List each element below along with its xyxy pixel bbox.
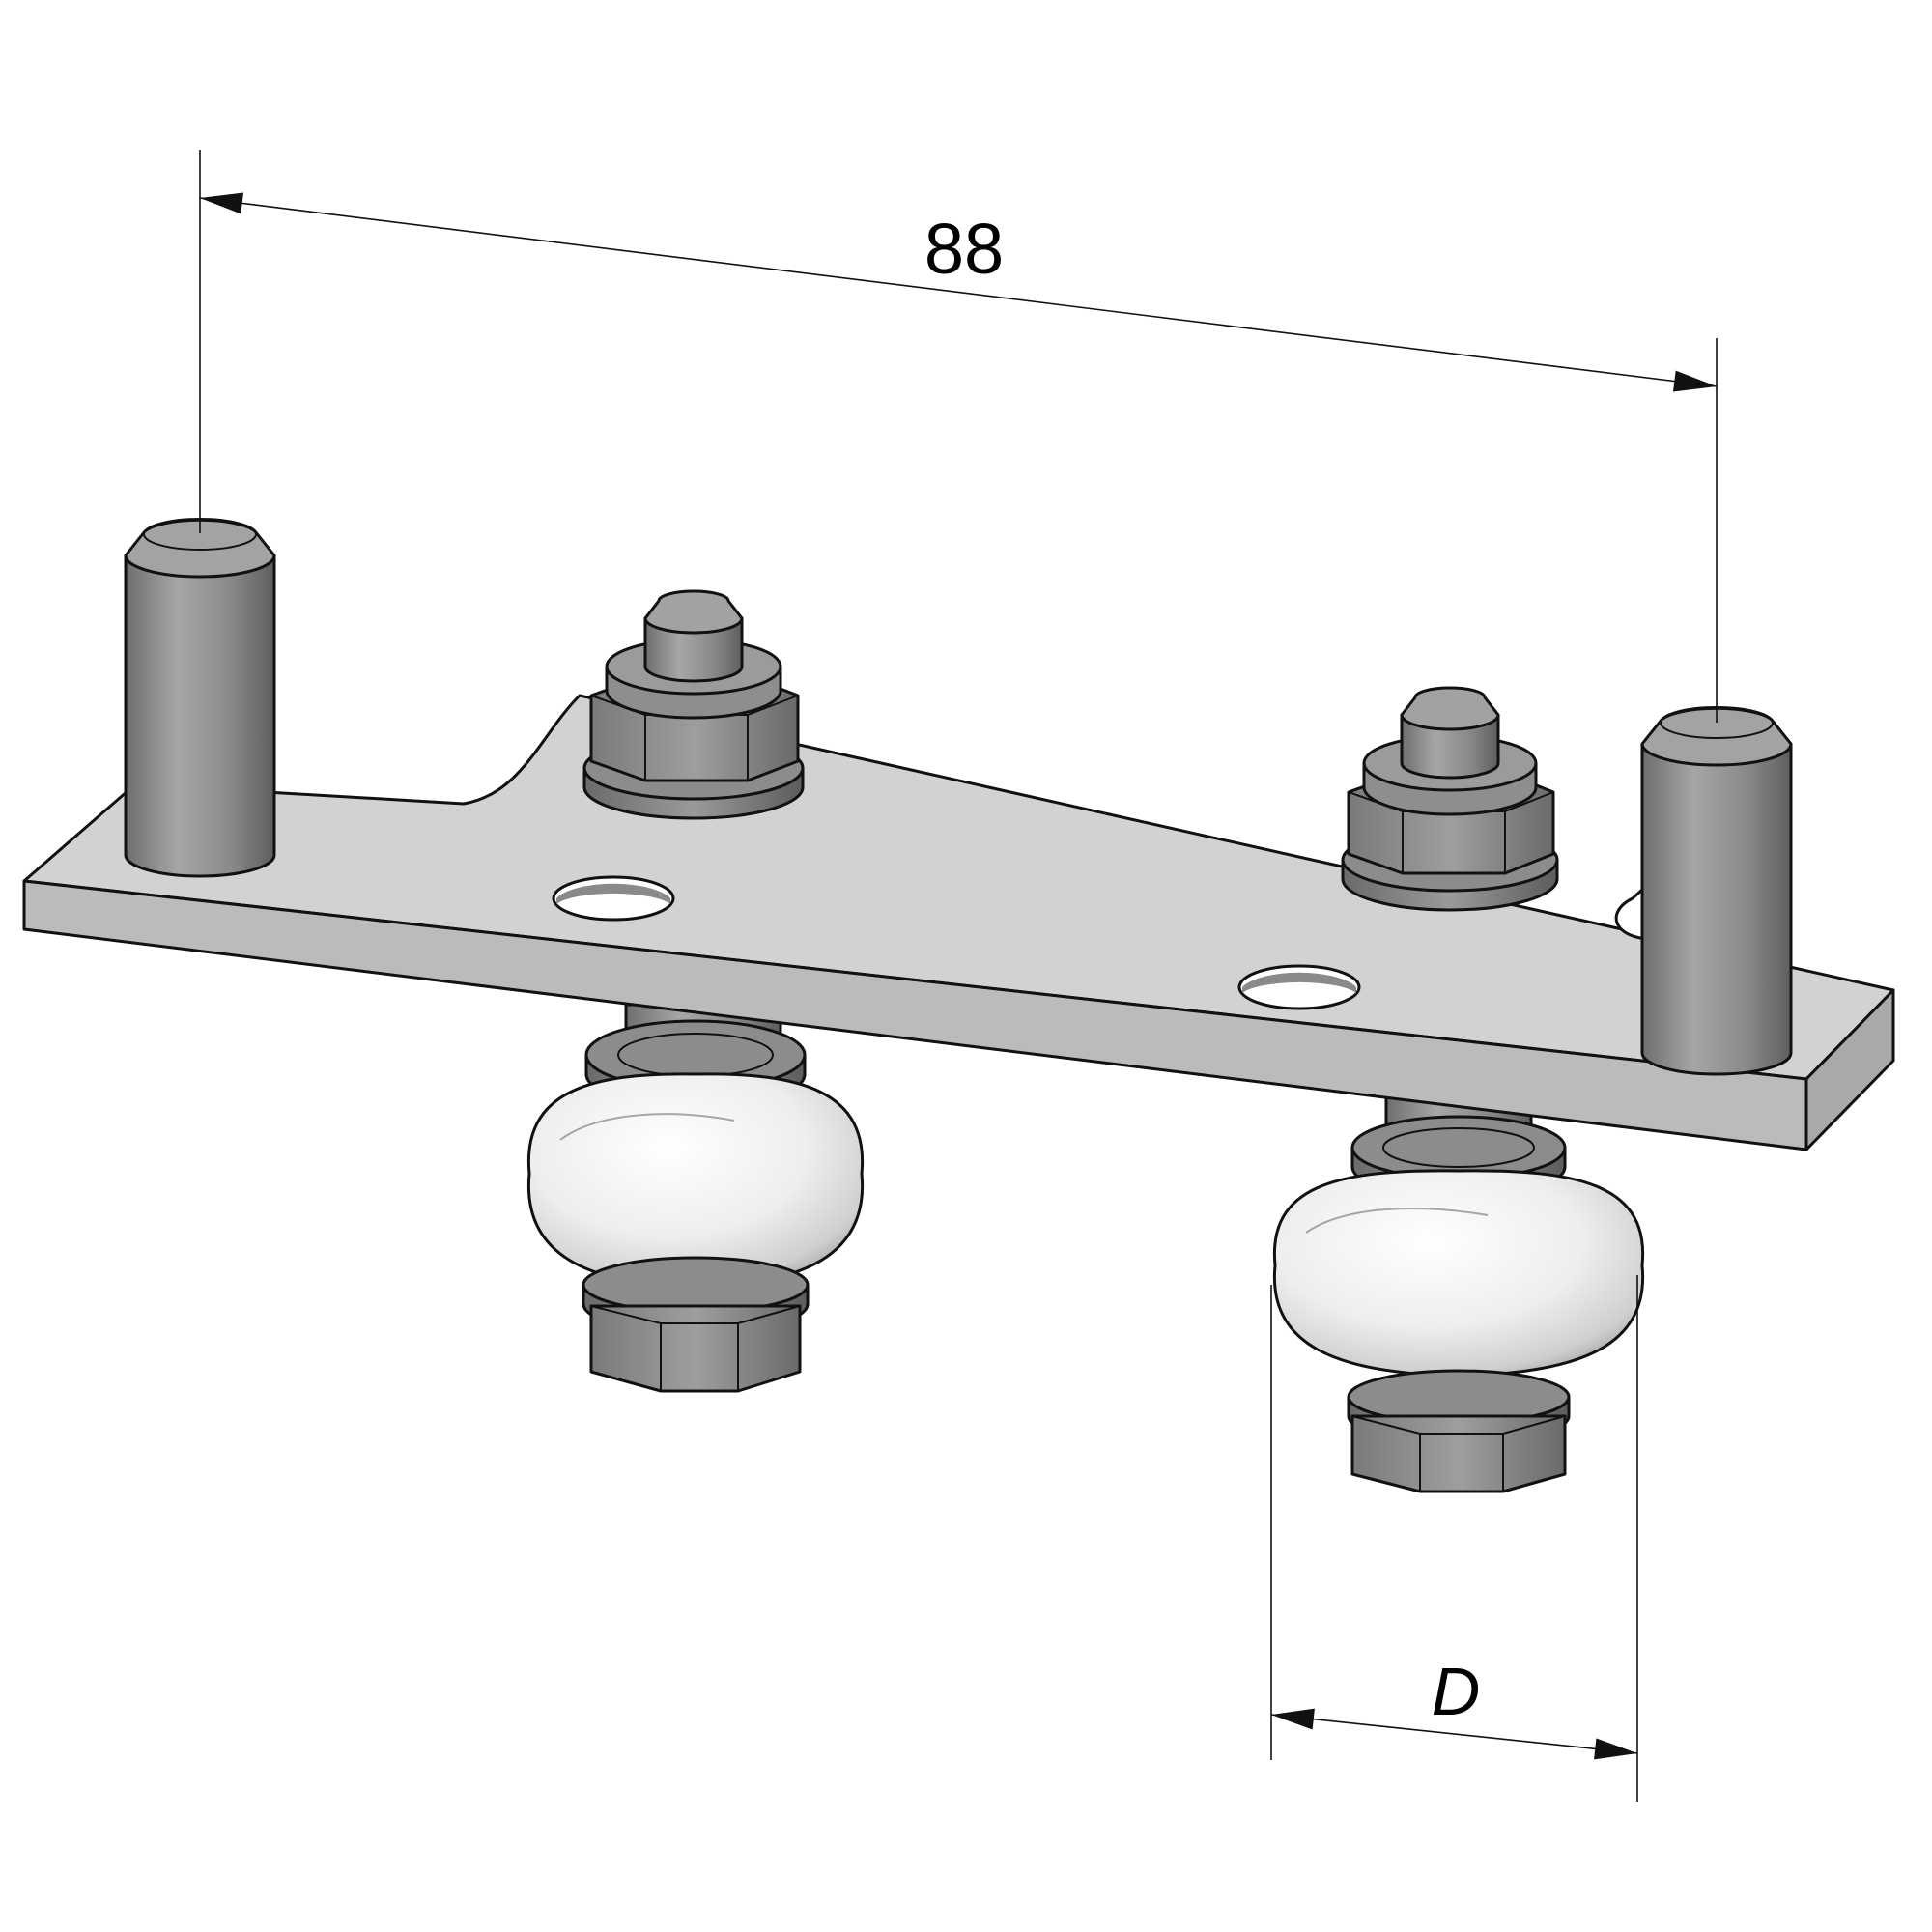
top-nut-right [1341, 686, 1559, 912]
roller-assembly-right [1272, 1080, 1645, 1493]
dimension-arrow-icon [199, 192, 1718, 392]
nut-icon [1347, 686, 1555, 875]
mounting-hole-right [1237, 964, 1361, 1010]
top-nut-left [582, 589, 805, 820]
pin-left [124, 518, 276, 878]
dimension-pin-spacing: 88 [199, 150, 1718, 723]
nut-icon [589, 589, 800, 782]
pin-icon [1640, 742, 1793, 1076]
roller-icon [526, 1072, 865, 1289]
roller-assembly-left [526, 1003, 865, 1393]
roller-diameter-label: D [1432, 1654, 1481, 1729]
pin-right [1640, 706, 1793, 1076]
dimension-arrow-icon [1270, 1708, 1638, 1760]
roller-icon [1272, 1169, 1645, 1378]
dimension-roller-diameter: D [1270, 1275, 1638, 1802]
pin-icon [124, 554, 276, 878]
plate-top-face [22, 694, 1895, 1081]
pin-spacing-label: 88 [924, 209, 1004, 289]
mounting-hole-left [552, 875, 675, 922]
mounting-plate [22, 694, 1895, 1151]
plate-end-face [1804, 988, 1895, 1151]
nut-icon [582, 1256, 810, 1393]
nut-icon [1347, 1369, 1571, 1493]
